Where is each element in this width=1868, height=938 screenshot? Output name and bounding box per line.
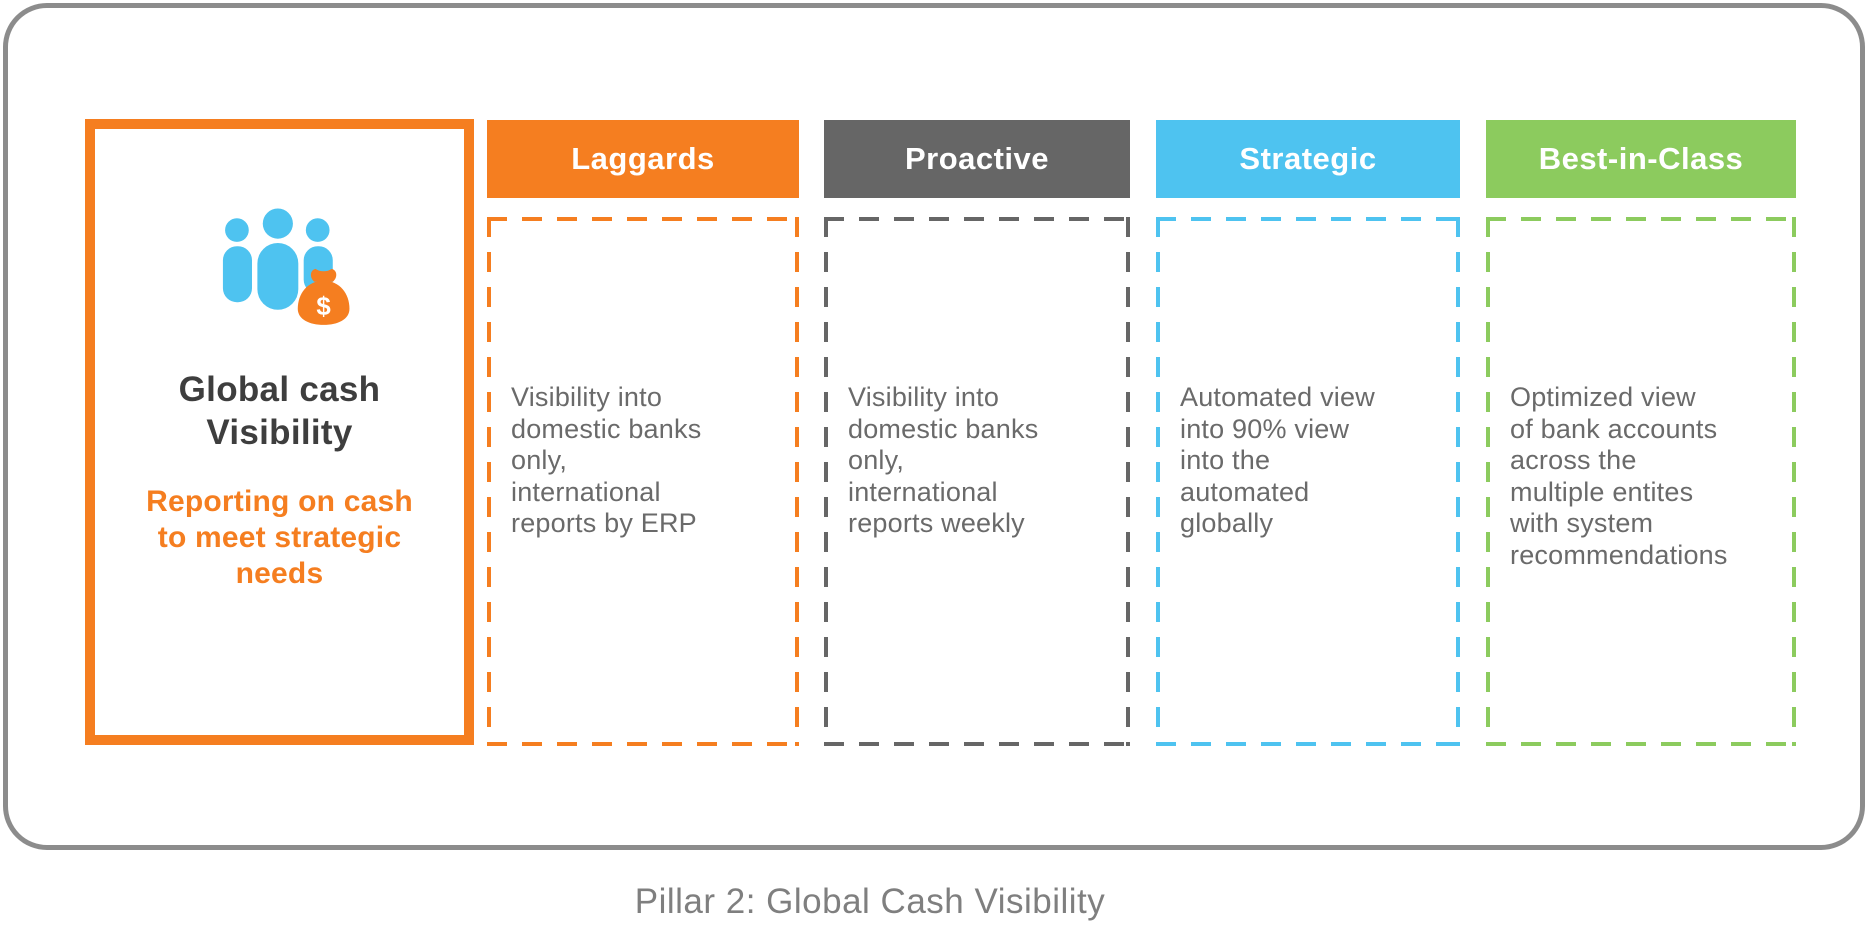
column-proactive: Proactive Visibility into domestic banks… [824, 120, 1130, 746]
column-strategic-text: Automated view into 90% view into the au… [1180, 382, 1375, 539]
pillar-subtitle: Reporting on cash to meet strategic need… [146, 485, 413, 591]
column-proactive-text: Visibility into domestic banks only, int… [848, 382, 1039, 539]
column-best-in-class-box: Optimized view of bank accounts across t… [1486, 217, 1796, 746]
column-laggards-box: Visibility into domestic banks only, int… [487, 217, 799, 746]
column-laggards-header: Laggards [487, 120, 799, 198]
column-proactive-header: Proactive [824, 120, 1130, 198]
column-laggards: Laggards Visibility into domestic banks … [487, 120, 799, 746]
figure-caption: Pillar 2: Global Cash Visibility [634, 882, 1106, 921]
people-money-bag-icon: $ [222, 208, 349, 325]
pillar-card: $ Global cash Visibility Reporting on ca… [85, 119, 474, 745]
column-best-in-class-header: Best-in-Class [1486, 120, 1796, 198]
column-best-in-class-text: Optimized view of bank accounts across t… [1510, 382, 1728, 570]
column-laggards-text: Visibility into domestic banks only, int… [511, 382, 702, 539]
column-best-in-class: Best-in-Class Optimized view of bank acc… [1486, 120, 1796, 746]
diagram-frame: $ Global cash Visibility Reporting on ca… [3, 3, 1865, 850]
column-strategic-box: Automated view into 90% view into the au… [1156, 217, 1460, 746]
money-bag-icon [297, 268, 349, 325]
pillar-title: Global cash Visibility [178, 370, 381, 452]
dollar-sign-icon: $ [316, 293, 330, 321]
column-strategic: Strategic Automated view into 90% view i… [1156, 120, 1460, 746]
column-strategic-header: Strategic [1156, 120, 1460, 198]
column-proactive-box: Visibility into domestic banks only, int… [824, 217, 1130, 746]
